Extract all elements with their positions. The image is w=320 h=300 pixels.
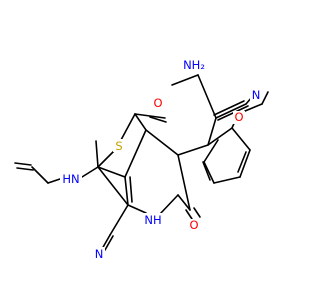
bond-9: [129, 176, 133, 203]
atom-o-ring: O: [152, 96, 164, 110]
atom-n-nitrile-2: N: [93, 247, 105, 261]
svg-text:NH₂: NH₂: [183, 58, 205, 72]
bond-28: [197, 74, 217, 119]
bond-34: [213, 176, 241, 184]
bond-2: [31, 166, 49, 184]
bond-14: [97, 166, 129, 206]
bond-8: [124, 176, 129, 206]
bond-19: [149, 116, 167, 123]
bond-44: [261, 91, 269, 105]
bond-42: [213, 100, 245, 116]
atom-o-carbonyl: O: [188, 218, 200, 232]
bond-24: [185, 209, 193, 220]
bond-17: [134, 113, 147, 131]
bond-11: [109, 204, 129, 236]
svg-text:O: O: [189, 218, 198, 232]
molecule-structure: O NH₂ N O S HN: [14, 58, 269, 261]
bond-43: [244, 103, 263, 112]
bond-35: [203, 161, 215, 184]
bond-12: [101, 234, 111, 250]
bond-1: [16, 167, 34, 171]
molecule-diagram: O NH₂ N O S HN: [14, 58, 269, 261]
bond-4: [81, 166, 99, 178]
svg-text:HN: HN: [62, 172, 79, 186]
atom-o-methoxy: O: [233, 110, 245, 124]
bond-0: [14, 162, 32, 166]
bond-30: [207, 127, 233, 146]
bond-27: [207, 117, 217, 146]
svg-text:O: O: [153, 96, 162, 110]
bond-26: [177, 144, 209, 156]
bond-6: [97, 166, 126, 178]
bond-23: [177, 194, 191, 211]
bond-21: [177, 154, 191, 211]
bond-33: [239, 149, 251, 178]
bond-32: [231, 127, 251, 151]
svg-text:N: N: [252, 88, 261, 102]
bond-7: [97, 149, 116, 168]
bond-29: [171, 74, 199, 86]
bond-10: [127, 204, 147, 214]
bond-37: [237, 151, 247, 173]
bond-36: [203, 139, 219, 163]
bond-5: [95, 140, 99, 168]
atom-hn-allyl: HN: [60, 172, 82, 186]
atom-n-nitrile-1: N: [250, 88, 262, 102]
bond-38: [202, 161, 211, 181]
bond-22: [159, 194, 179, 215]
bond-20: [145, 129, 179, 156]
svg-text:S: S: [115, 139, 122, 153]
svg-text:N: N: [95, 247, 104, 261]
atom-nh2: NH₂: [180, 58, 206, 72]
bond-layer: [14, 74, 269, 251]
svg-text:O: O: [234, 110, 243, 124]
svg-text:NH: NH: [144, 213, 161, 227]
bond-13: [104, 235, 114, 251]
atom-nh-ring: NH: [142, 213, 164, 227]
bond-25: [193, 207, 201, 218]
atom-s-thiophene: S: [113, 139, 125, 153]
bond-18: [134, 113, 166, 119]
bond-16: [124, 129, 147, 178]
bond-39: [215, 103, 247, 119]
atom-label-layer: O NH₂ N O S HN: [60, 58, 262, 261]
bond-3: [47, 178, 61, 184]
bond-15: [120, 113, 136, 141]
